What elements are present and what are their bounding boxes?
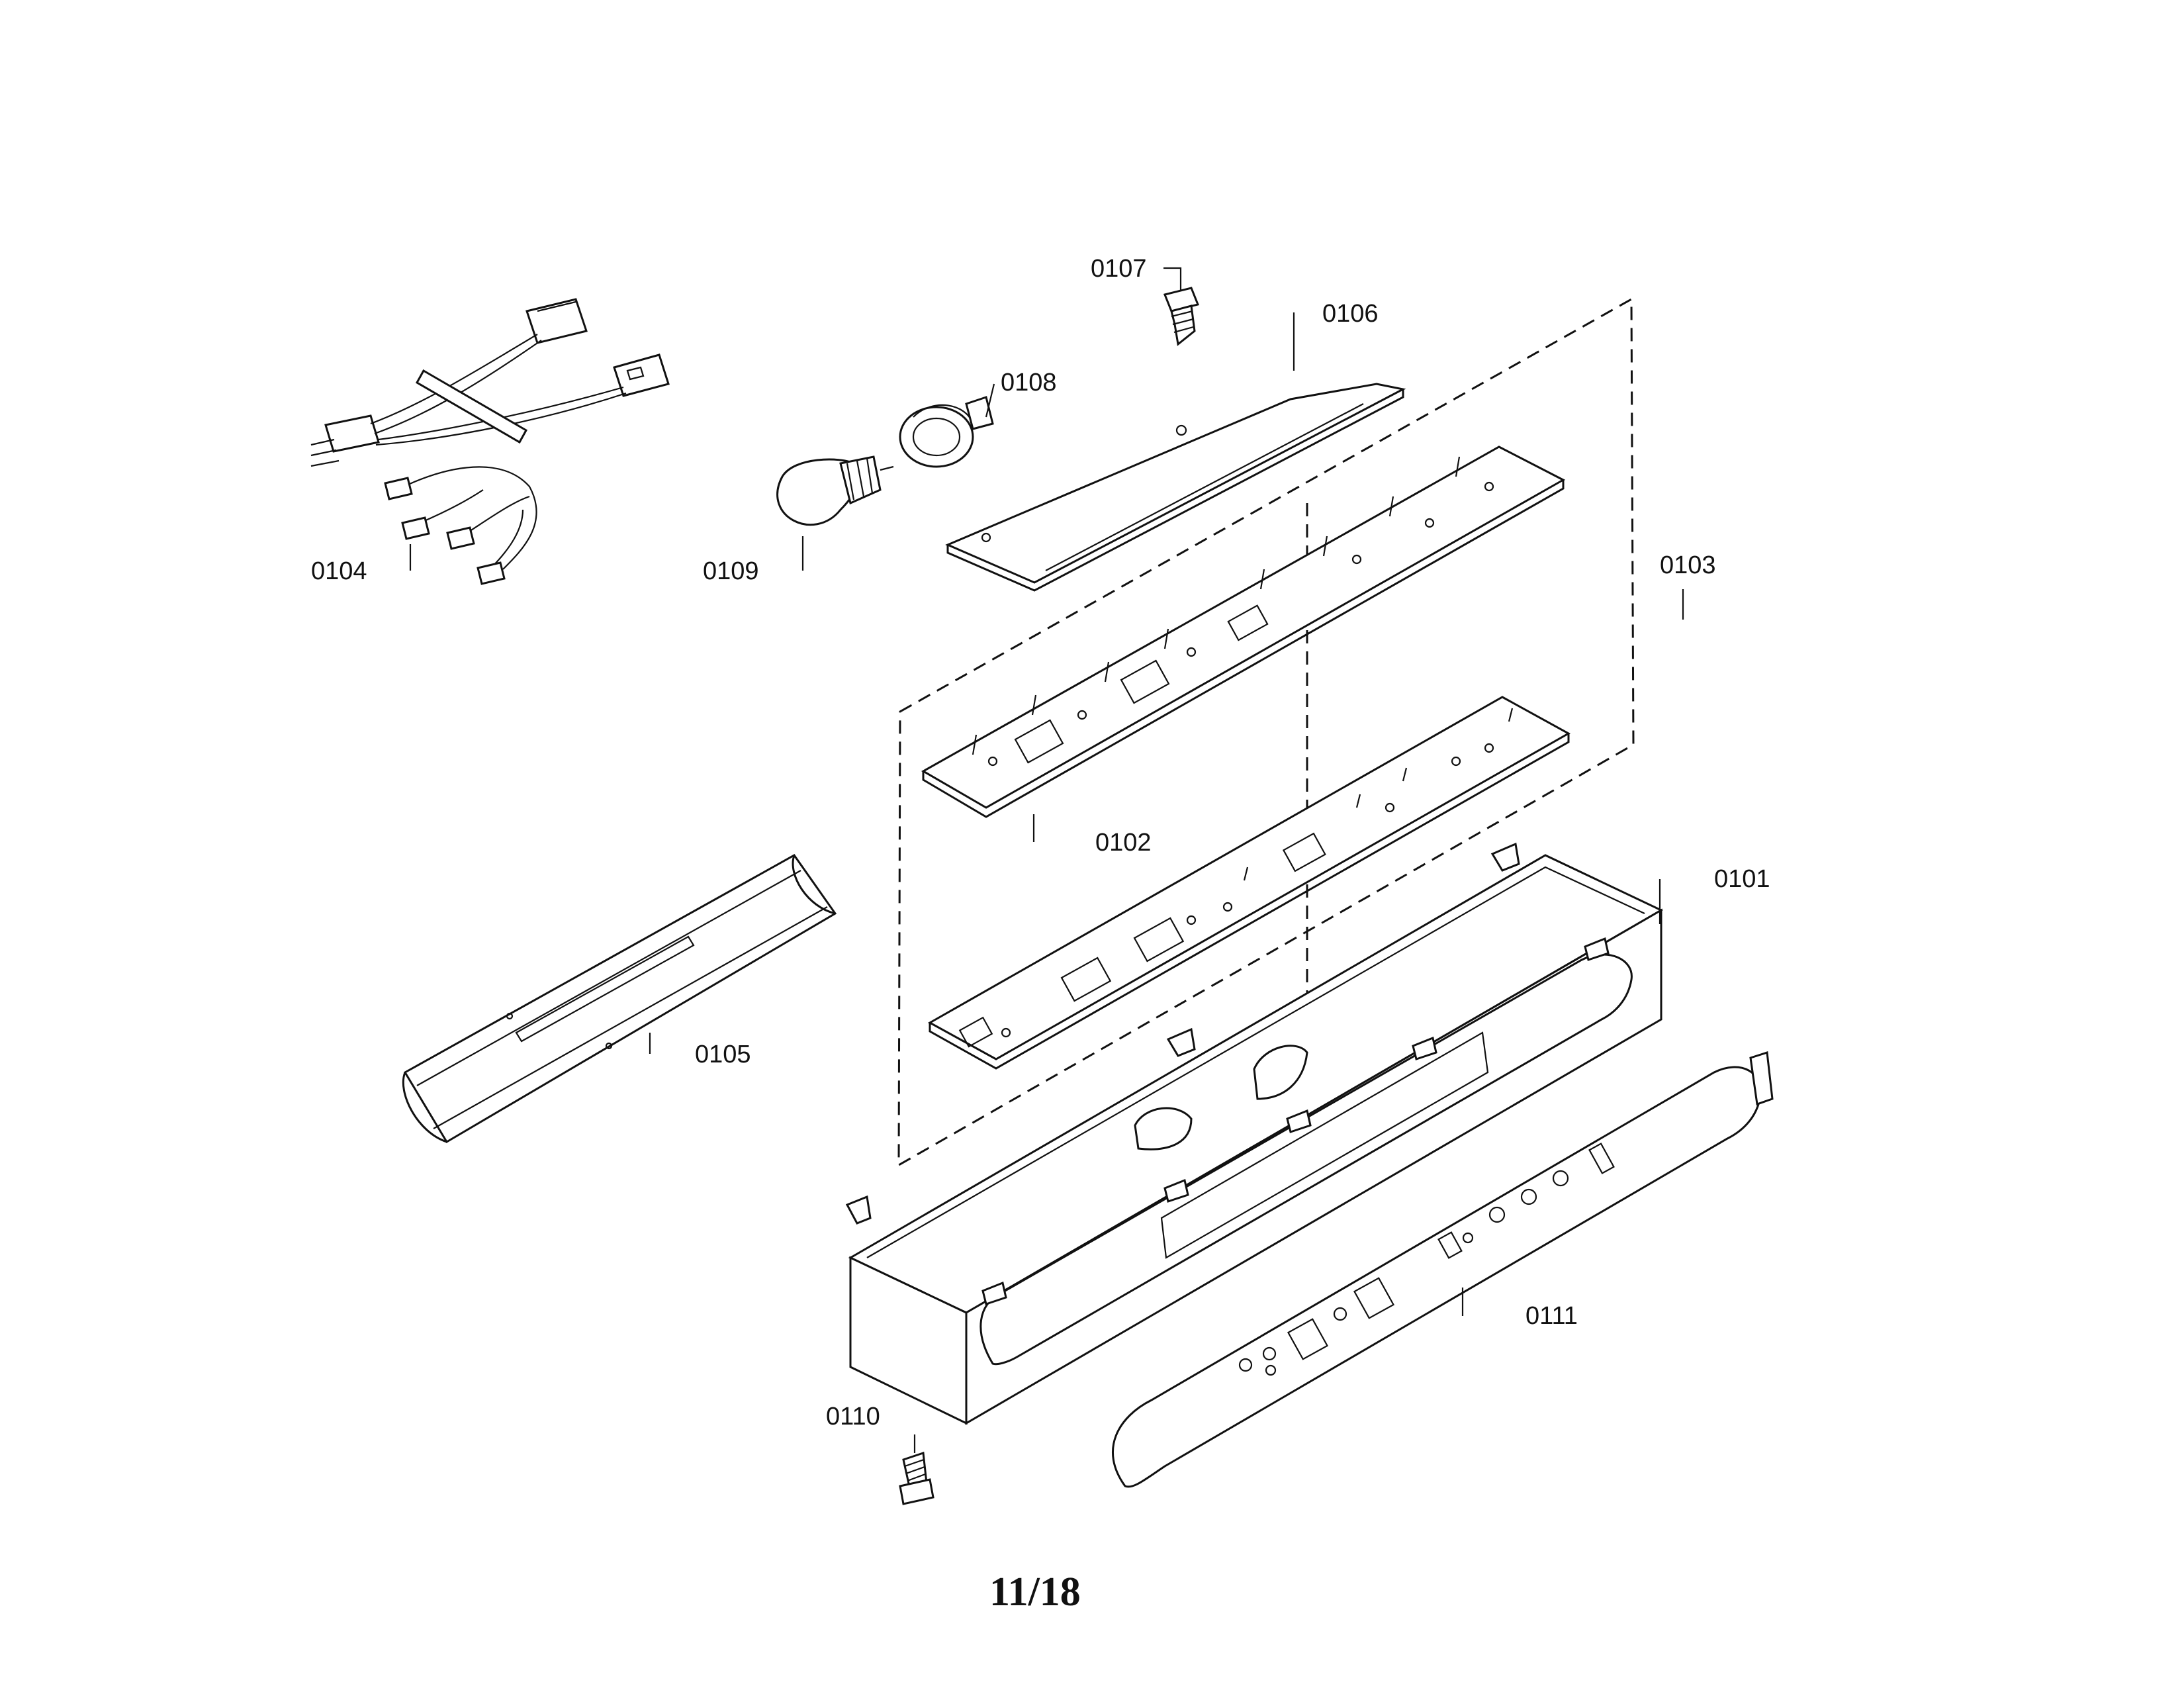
callout-0106: 0106 xyxy=(1322,300,1379,328)
screw-0107 xyxy=(1163,287,1200,346)
wire-harness-0104 xyxy=(310,298,670,585)
callout-0108: 0108 xyxy=(1001,369,1057,397)
display-board xyxy=(927,696,1571,1070)
callout-0107: 0107 xyxy=(1091,255,1147,283)
page-number: 11/18 xyxy=(989,1570,1081,1615)
callout-0102: 0102 xyxy=(1095,829,1152,857)
callout-0103: 0103 xyxy=(1660,551,1716,579)
bulb-socket-0108 xyxy=(899,396,994,468)
light-bulb-0109 xyxy=(776,455,894,526)
screw-0110 xyxy=(899,1451,934,1505)
callout-0111: 0111 xyxy=(1525,1302,1578,1330)
control-board-0102 xyxy=(921,445,1566,818)
trough-channel-0105 xyxy=(402,854,837,1144)
cover-plate-0106 xyxy=(945,383,1406,592)
leader-lines xyxy=(409,267,1684,1453)
callout-0105: 0105 xyxy=(695,1041,751,1068)
callout-0101: 0101 xyxy=(1714,865,1770,893)
callout-0104: 0104 xyxy=(311,557,367,585)
housing-0101 xyxy=(845,842,1664,1425)
front-panel-0111 xyxy=(1112,1051,1774,1488)
callout-labels: 0104 0109 0108 0107 0106 0103 0101 0102 … xyxy=(311,255,1770,1430)
callout-0110: 0110 xyxy=(826,1403,880,1430)
callout-0109: 0109 xyxy=(703,557,759,585)
